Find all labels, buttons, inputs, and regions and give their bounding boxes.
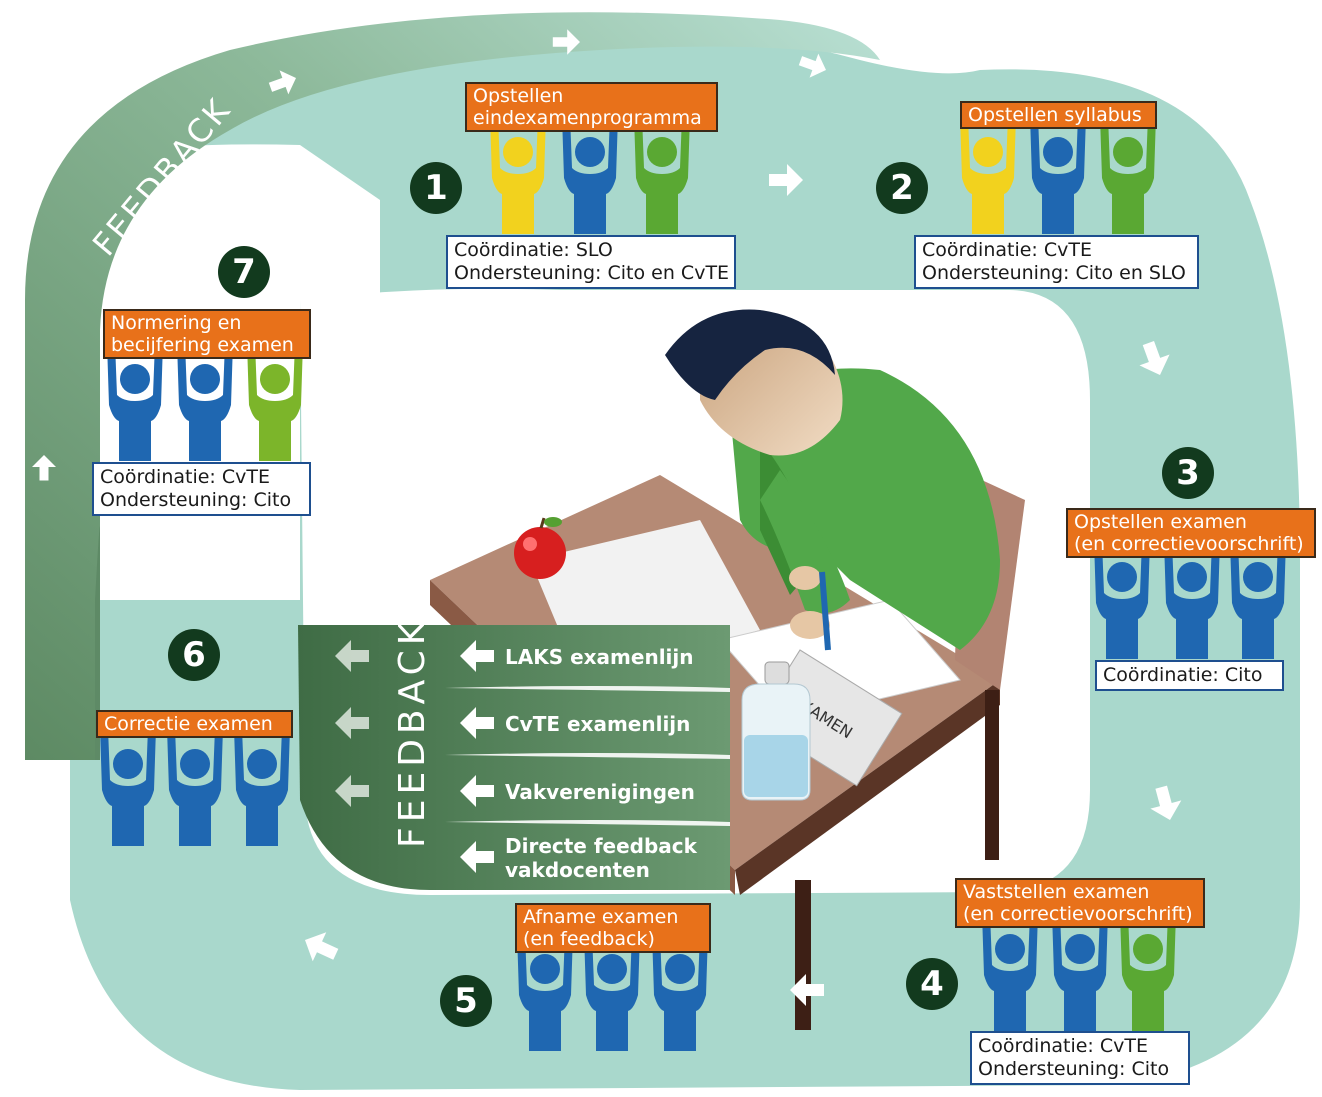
feedback-channel-vakdocenten-line1: Directe feedback [505,834,697,858]
step-4-title-line1: Vaststellen examen [963,881,1150,903]
step-3-coordination: Coördinatie: Cito [1103,664,1263,686]
step-4-coordination: Coördinatie: CvTE [978,1035,1148,1057]
step-5-title: Afname examen (en feedback) [515,903,711,953]
step-7-coordination: Coördinatie: CvTE [100,466,270,488]
step-7-title-line1: Normering en [111,312,242,334]
step-number-7: 7 [218,246,270,298]
step-7-info: Coördinatie: CvTE Ondersteuning: Cito [92,462,311,516]
step-7-title-line2: becijfering examen [111,334,294,356]
step-number-4: 4 [906,958,958,1010]
water-bottle-illustration [741,661,811,801]
step-6-title-line1: Correctie examen [104,713,273,735]
step-4-title: Vaststellen examen (en correctievoorschr… [955,878,1205,928]
student-illustration [665,309,1000,651]
step-1-support: Ondersteuning: Cito en CvTE [454,262,730,284]
step-5-title-line2: (en feedback) [523,928,655,950]
step-4-support: Ondersteuning: Cito [978,1058,1170,1080]
step-6-title: Correctie examen [96,710,293,738]
step-number-6: 6 [168,629,220,681]
step-number-1: 1 [410,162,462,214]
step-number-2: 2 [876,162,928,214]
step-2-coordination: Coördinatie: CvTE [922,239,1092,261]
feedback-channel-vakdocenten-line2: vakdocenten [505,858,650,882]
feedback-channel-cvte: CvTE examenlijn [505,712,691,736]
feedback-panel-label: FEEDBACK [392,617,433,848]
feedback-channel-vakverenigingen: Vakverenigingen [505,780,695,804]
feedback-channel-laks: LAKS examenlijn [505,645,694,669]
step-4-title-line2: (en correctievoorschrift) [963,903,1193,925]
step-number-5: 5 [440,975,492,1027]
step-1-coordination: Coördinatie: SLO [454,239,613,261]
step-3-title-line1: Opstellen examen [1074,511,1247,533]
step-number-3: 3 [1162,447,1214,499]
step-4-info: Coördinatie: CvTE Ondersteuning: Cito [970,1031,1190,1085]
step-1-title: Opstellen eindexamenprogramma [465,82,718,132]
step-3-title: Opstellen examen (en correctievoorschrif… [1066,508,1316,558]
step-2-info: Coördinatie: CvTE Ondersteuning: Cito en… [914,235,1199,289]
step-1-title-line2: eindexamenprogramma [473,107,702,129]
step-2-title: Opstellen syllabus [960,101,1157,129]
step-3-info: Coördinatie: Cito [1095,660,1284,691]
step-7-title: Normering en becijfering examen [103,309,311,359]
step-7-support: Ondersteuning: Cito [100,489,292,511]
apple-illustration [514,517,566,579]
step-1-title-line1: Opstellen [473,85,564,107]
step-2-support: Ondersteuning: Cito en SLO [922,262,1186,284]
step-5-title-line1: Afname examen [523,906,679,928]
step-3-title-line2: (en correctievoorschrift) [1074,533,1304,555]
step-2-title-line1: Opstellen syllabus [968,104,1142,126]
feedback-channel-vakdocenten: Directe feedback vakdocenten [505,834,697,882]
step-1-info: Coördinatie: SLO Ondersteuning: Cito en … [446,235,736,289]
